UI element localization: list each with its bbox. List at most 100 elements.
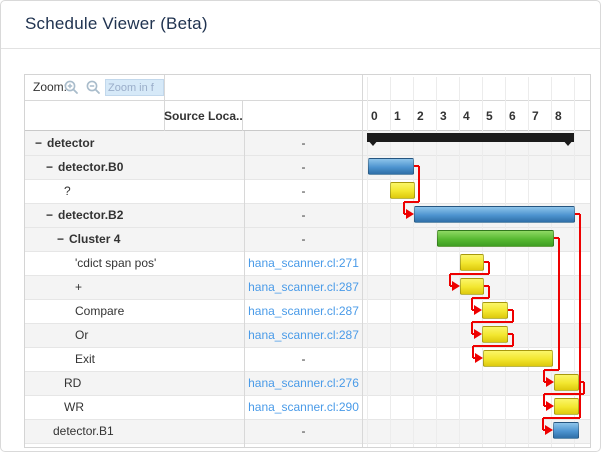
dependency-line bbox=[558, 238, 561, 370]
dependency-line bbox=[450, 273, 490, 275]
zoom-label: Zoom: bbox=[33, 80, 68, 94]
dependency-line bbox=[471, 322, 473, 334]
tick-label: 7 bbox=[532, 109, 539, 123]
grid-line bbox=[436, 77, 437, 447]
row-stripe bbox=[25, 419, 590, 443]
source-link[interactable]: hana_scanner.cl:290 bbox=[248, 400, 359, 414]
task-row-label: detector.B1 bbox=[53, 419, 114, 443]
source-link[interactable]: hana_scanner.cl:287 bbox=[248, 280, 359, 294]
task-name: WR bbox=[64, 400, 84, 414]
zoom-input[interactable] bbox=[105, 79, 164, 96]
dependency-arrowhead bbox=[475, 353, 484, 363]
row-divider bbox=[25, 275, 590, 276]
source-dash: - bbox=[301, 424, 306, 438]
task-name: detector.B1 bbox=[53, 424, 114, 438]
row-divider bbox=[25, 347, 590, 348]
gantt-bar[interactable] bbox=[414, 206, 576, 223]
header-divider bbox=[25, 130, 590, 131]
gantt-bar[interactable] bbox=[460, 254, 485, 271]
collapse-toggle[interactable]: − bbox=[35, 136, 43, 150]
row-divider bbox=[25, 203, 590, 204]
column-border bbox=[164, 75, 165, 131]
summary-end-marker bbox=[562, 139, 574, 146]
dependency-line bbox=[472, 297, 490, 299]
task-row-label: −detector.B2 bbox=[46, 203, 123, 227]
task-row-label: Exit bbox=[75, 347, 95, 371]
gantt-bar[interactable] bbox=[368, 158, 415, 175]
dependency-line bbox=[554, 237, 560, 239]
dependency-line bbox=[508, 333, 514, 335]
dependency-line bbox=[471, 298, 473, 310]
dependency-line bbox=[579, 214, 582, 418]
dependency-line bbox=[488, 286, 491, 298]
task-row-label: 'cdict span pos' bbox=[75, 251, 156, 275]
source-link[interactable]: hana_scanner.cl:271 bbox=[248, 256, 359, 270]
source-dash: - bbox=[301, 160, 306, 174]
task-row-label: ? bbox=[64, 179, 71, 203]
row-divider bbox=[25, 395, 590, 396]
dependency-line bbox=[508, 309, 514, 311]
toolbar-divider bbox=[25, 100, 590, 101]
title-divider bbox=[1, 48, 600, 49]
source-link[interactable]: hana_scanner.cl:287 bbox=[248, 304, 359, 318]
grid-line bbox=[551, 77, 552, 447]
task-row-label: −detector.B0 bbox=[46, 155, 123, 179]
row-stripe bbox=[25, 371, 590, 395]
column-border bbox=[242, 100, 243, 131]
dependency-line bbox=[543, 370, 546, 382]
tick-label: 8 bbox=[555, 109, 562, 123]
tick-label: 2 bbox=[417, 109, 424, 123]
task-name: Exit bbox=[75, 352, 96, 366]
gantt-bar[interactable] bbox=[554, 374, 579, 391]
tick-label: 1 bbox=[394, 109, 401, 123]
row-divider bbox=[25, 227, 590, 228]
dependency-line bbox=[449, 274, 452, 286]
grid-line bbox=[574, 77, 575, 447]
dependency-arrowhead bbox=[546, 401, 555, 411]
row-divider bbox=[25, 323, 590, 324]
task-row-label: Compare bbox=[75, 299, 124, 323]
summary-bar[interactable] bbox=[367, 133, 574, 142]
zoom-out-icon[interactable] bbox=[86, 80, 101, 100]
dependency-line bbox=[582, 382, 585, 394]
gantt-bar[interactable] bbox=[483, 350, 554, 367]
dependency-line bbox=[575, 213, 581, 215]
dependency-line bbox=[404, 201, 420, 203]
gantt-bar[interactable] bbox=[437, 230, 555, 247]
tick-label: 3 bbox=[440, 109, 447, 123]
collapse-toggle[interactable]: − bbox=[46, 208, 54, 222]
gantt-bar[interactable] bbox=[482, 302, 509, 319]
dependency-arrowhead bbox=[474, 305, 482, 315]
source-link[interactable]: hana_scanner.cl:287 bbox=[248, 328, 359, 342]
dependency-line bbox=[473, 345, 514, 347]
gantt-bar[interactable] bbox=[553, 422, 579, 439]
task-name: detector.B0 bbox=[58, 160, 124, 174]
dependency-line bbox=[472, 346, 475, 358]
gantt-bar[interactable] bbox=[482, 326, 509, 343]
dependency-line bbox=[488, 262, 491, 274]
task-name: RD bbox=[64, 376, 82, 390]
row-stripe bbox=[25, 155, 590, 179]
gantt-bar[interactable] bbox=[554, 398, 579, 415]
dependency-line bbox=[544, 369, 560, 371]
source-column-header: Source Loca... bbox=[164, 109, 242, 123]
collapse-toggle[interactable]: − bbox=[46, 160, 54, 174]
dependency-arrowhead bbox=[474, 329, 482, 339]
page-title: Schedule Viewer (Beta) bbox=[25, 14, 208, 33]
zoom-in-icon[interactable] bbox=[64, 80, 79, 100]
grid-line bbox=[459, 77, 460, 447]
gantt-bar[interactable] bbox=[460, 278, 485, 295]
gantt-bar[interactable] bbox=[390, 182, 416, 199]
source-dash: - bbox=[301, 352, 306, 366]
collapse-toggle[interactable]: − bbox=[57, 232, 65, 246]
task-row-label: + bbox=[75, 275, 82, 299]
task-name: Compare bbox=[75, 304, 125, 318]
source-link[interactable]: hana_scanner.cl:276 bbox=[248, 376, 359, 390]
dependency-line bbox=[484, 285, 490, 287]
task-name: 'cdict span pos' bbox=[75, 256, 157, 270]
dependency-line bbox=[544, 393, 584, 395]
task-name: + bbox=[75, 280, 83, 294]
task-row-label: RD bbox=[64, 371, 81, 395]
